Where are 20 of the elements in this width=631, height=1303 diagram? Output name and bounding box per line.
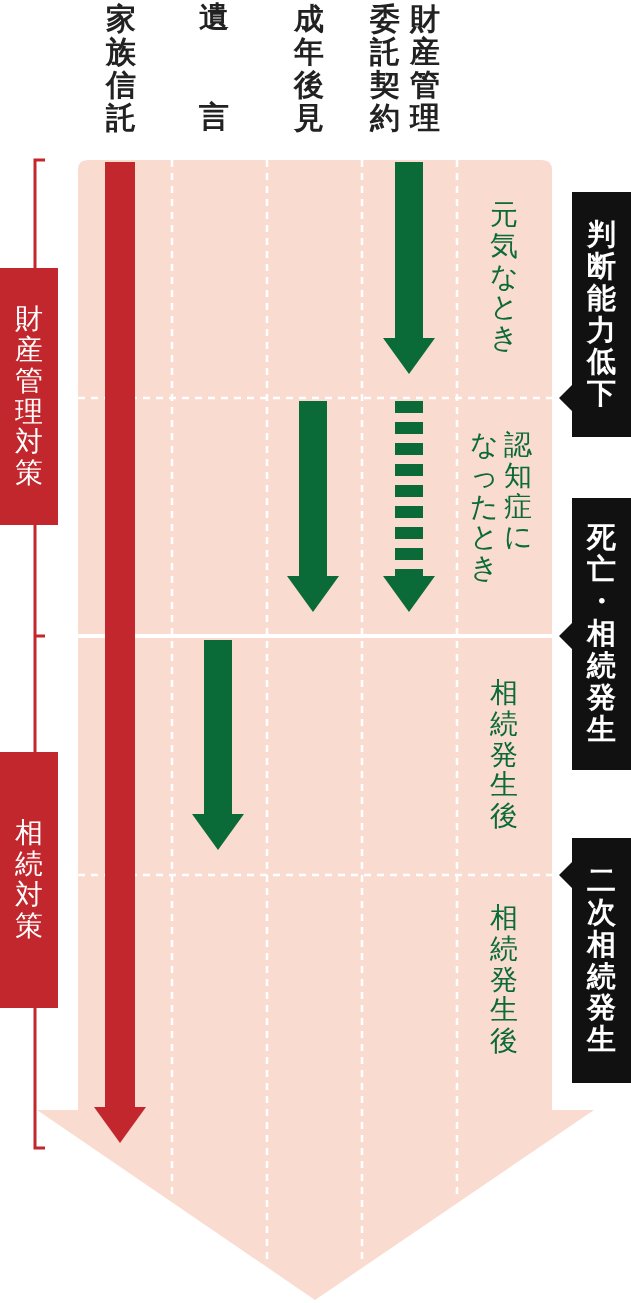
column-heading: 家族信託 bbox=[106, 2, 136, 134]
column-heading: 委託契約 bbox=[370, 2, 400, 134]
event-label: 二次相続発生 bbox=[587, 864, 616, 1057]
phase-label: 元気なとき bbox=[490, 200, 518, 354]
phase-label: なったとき bbox=[470, 430, 498, 584]
event-callout bbox=[559, 838, 631, 1083]
event-label: 死亡・相続発生 bbox=[587, 522, 616, 746]
event-callout bbox=[559, 192, 631, 437]
phase-label: 相続発生後 bbox=[490, 903, 518, 1057]
column-heading: 財産管理 bbox=[410, 2, 440, 134]
category-label: 相続対策 bbox=[15, 818, 43, 942]
phase-label: 認知症に bbox=[504, 430, 532, 554]
column-heading: 成年後見 bbox=[294, 2, 324, 134]
phase-label: 相続発生後 bbox=[490, 678, 518, 832]
column-heading: 遺言 bbox=[199, 0, 229, 136]
category-label: 財産管理対策 bbox=[15, 304, 43, 489]
category-box bbox=[0, 752, 58, 1008]
event-callout bbox=[559, 498, 631, 770]
event-label: 判断能力低下 bbox=[587, 218, 616, 411]
category-box bbox=[0, 268, 58, 525]
